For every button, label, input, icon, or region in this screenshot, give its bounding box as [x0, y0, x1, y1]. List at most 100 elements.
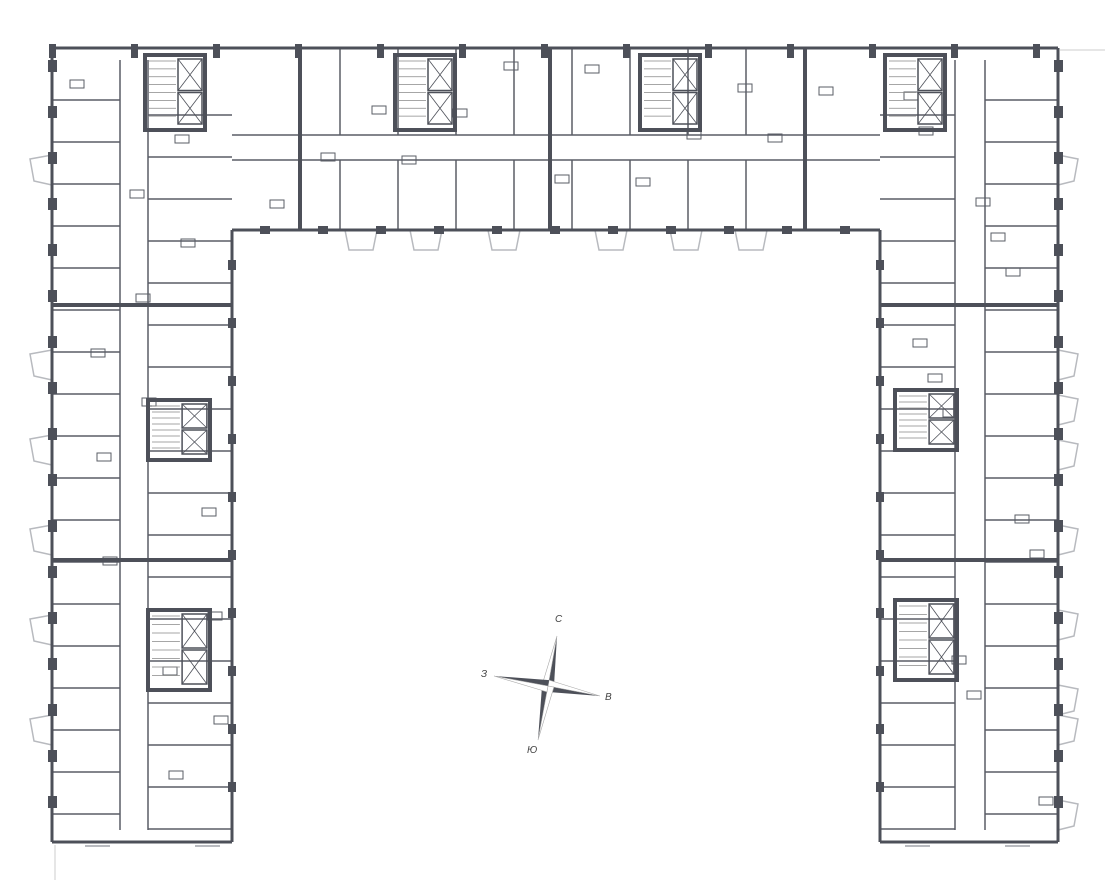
core-wall	[146, 398, 212, 462]
wall-pier	[1054, 382, 1063, 394]
wall-pier	[1054, 290, 1063, 302]
elevator-cross	[427, 92, 453, 125]
wall-pier	[623, 44, 630, 58]
wall-pier	[787, 44, 794, 58]
bathroom-fixture	[966, 690, 982, 700]
elevator-cross	[181, 403, 208, 429]
site-guide-lines	[54, 49, 1105, 880]
wall-pier	[376, 226, 386, 234]
elevator-cross	[928, 639, 955, 675]
wall-pier	[48, 244, 57, 256]
bathroom-fixture	[129, 189, 145, 199]
balcony	[1057, 799, 1079, 831]
balcony	[1057, 154, 1079, 186]
windows-balconies	[29, 154, 1079, 847]
elevator-cross	[928, 419, 955, 445]
elevator-shaft	[928, 393, 955, 419]
wall-pier	[1054, 152, 1063, 164]
wall-pier	[876, 260, 884, 270]
balcony	[29, 154, 53, 186]
elevator-shaft	[928, 639, 955, 675]
wall-pier	[1054, 428, 1063, 440]
wall-pier	[876, 434, 884, 444]
core-wall	[893, 598, 959, 682]
wall-pier	[228, 724, 236, 734]
bathroom-fixture	[401, 155, 417, 165]
wall-pier	[48, 60, 57, 72]
bathroom-fixture	[584, 64, 600, 74]
wall-pier	[48, 704, 57, 716]
bathroom-fixture	[269, 199, 285, 209]
wall-pier	[876, 550, 884, 560]
balcony	[734, 229, 768, 251]
wall-pier	[48, 106, 57, 118]
balcony	[29, 349, 53, 381]
bathroom-fixture	[1014, 514, 1030, 524]
wall-pier	[48, 474, 57, 486]
elevator-cross	[928, 393, 955, 419]
wall-pier	[1054, 198, 1063, 210]
bathroom-fixture	[96, 452, 112, 462]
bathroom-fixture	[1038, 796, 1054, 806]
wall-pier	[1054, 520, 1063, 532]
wall-pier	[1054, 566, 1063, 578]
compass-west-label: З	[481, 669, 488, 680]
wall-pier	[131, 44, 138, 58]
elevator-shaft	[928, 419, 955, 445]
elevator-shaft	[672, 58, 698, 92]
wall-pier	[869, 44, 876, 58]
wall-pier	[876, 666, 884, 676]
wall-pier	[876, 376, 884, 386]
balcony	[594, 229, 628, 251]
elevator-shaft	[177, 58, 203, 92]
wall-pier	[876, 492, 884, 502]
balcony	[29, 614, 53, 646]
elevator-shaft	[917, 91, 943, 125]
wall-pier	[228, 434, 236, 444]
balcony	[29, 434, 53, 466]
wall-pier	[705, 44, 712, 58]
core-wall	[143, 53, 207, 132]
bathroom-fixture	[320, 152, 336, 162]
wall-pier	[1054, 750, 1063, 762]
wall-pier	[48, 750, 57, 762]
elevator-shaft	[427, 91, 453, 125]
wall-pier	[260, 226, 270, 234]
bathroom-fixture	[135, 293, 151, 303]
wall-pier	[1054, 612, 1063, 624]
elevator-cross	[177, 92, 203, 125]
elevator-cross	[181, 613, 208, 649]
wall-pier	[1054, 60, 1063, 72]
balcony	[1057, 394, 1079, 426]
wall-pier	[724, 226, 734, 234]
balcony	[1057, 609, 1079, 641]
wall-pier	[1054, 244, 1063, 256]
wall-pier	[48, 336, 57, 348]
elevator-shaft	[672, 91, 698, 125]
elevator-shaft	[181, 429, 208, 455]
bathroom-fixture	[903, 91, 919, 101]
elevator-shaft	[928, 603, 955, 639]
elevator-shaft	[177, 91, 203, 125]
wall-pier	[1054, 336, 1063, 348]
bathroom-fixture	[1029, 549, 1045, 559]
wall-pier	[228, 376, 236, 386]
wall-pier	[608, 226, 618, 234]
compass-point-light	[537, 685, 555, 741]
elevator-cross	[181, 429, 208, 455]
balcony	[1057, 684, 1079, 716]
wall-pier	[492, 226, 502, 234]
core-wall	[883, 53, 947, 132]
stair-elevator-cores	[143, 53, 959, 692]
core-wall	[146, 608, 212, 692]
wall-pier	[228, 550, 236, 560]
balcony	[1057, 439, 1079, 471]
wall-pier	[459, 44, 466, 58]
elevator-shaft	[181, 649, 208, 685]
bathroom-fixture	[927, 373, 943, 383]
wall-pier	[434, 226, 444, 234]
balcony	[409, 229, 443, 251]
bathroom-fixture	[635, 177, 651, 187]
wall-pier	[541, 44, 548, 58]
